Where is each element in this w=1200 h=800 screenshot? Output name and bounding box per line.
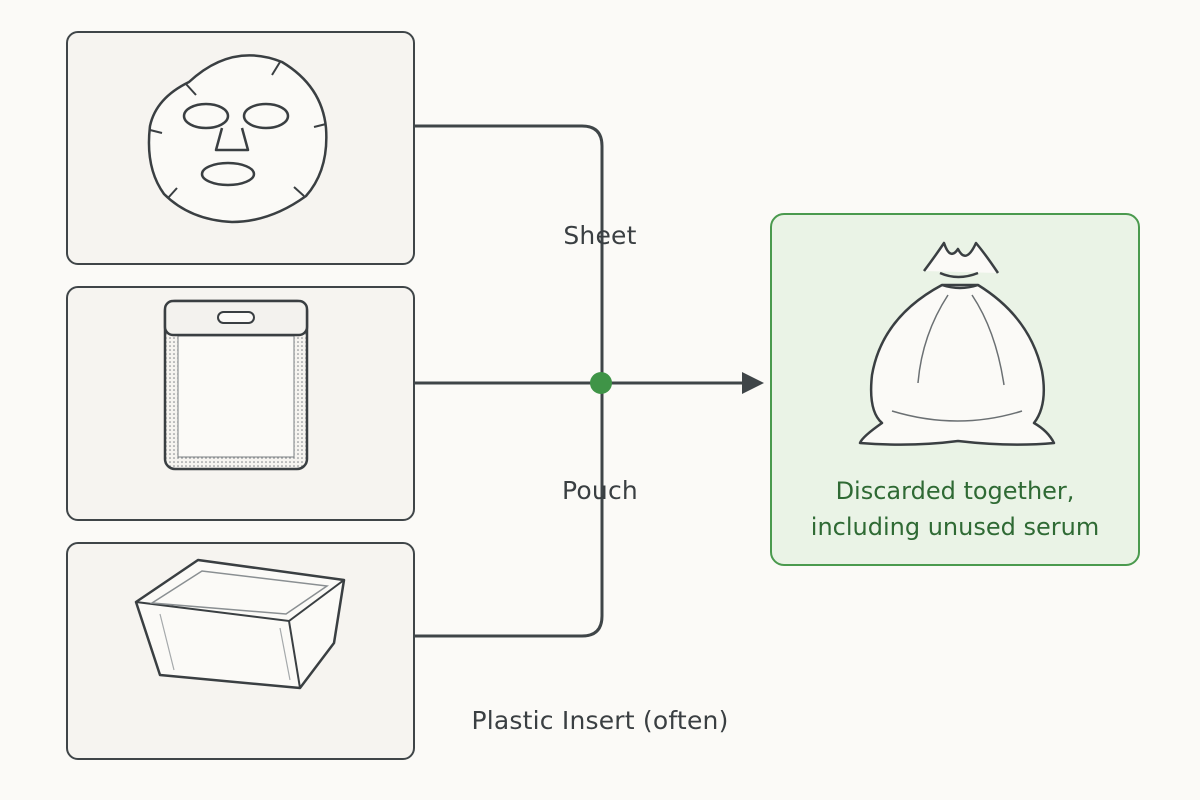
arrow-head-icon	[742, 372, 764, 394]
input-label-pouch: Pouch	[562, 476, 638, 505]
junction-dot	[590, 372, 612, 394]
input-label-sheet: Sheet	[563, 221, 637, 250]
outcome-card: Discarded together, including unused ser…	[770, 213, 1140, 566]
outcome-line-1: Discarded together,	[835, 477, 1075, 505]
outcome-text: Discarded together, including unused ser…	[772, 473, 1138, 545]
outcome-line-2: including unused serum	[810, 513, 1100, 541]
connector-sheet	[415, 124, 604, 638]
trash-bag-icon	[858, 241, 1056, 446]
input-label-plastic-insert: Plastic Insert (often)	[471, 706, 729, 735]
